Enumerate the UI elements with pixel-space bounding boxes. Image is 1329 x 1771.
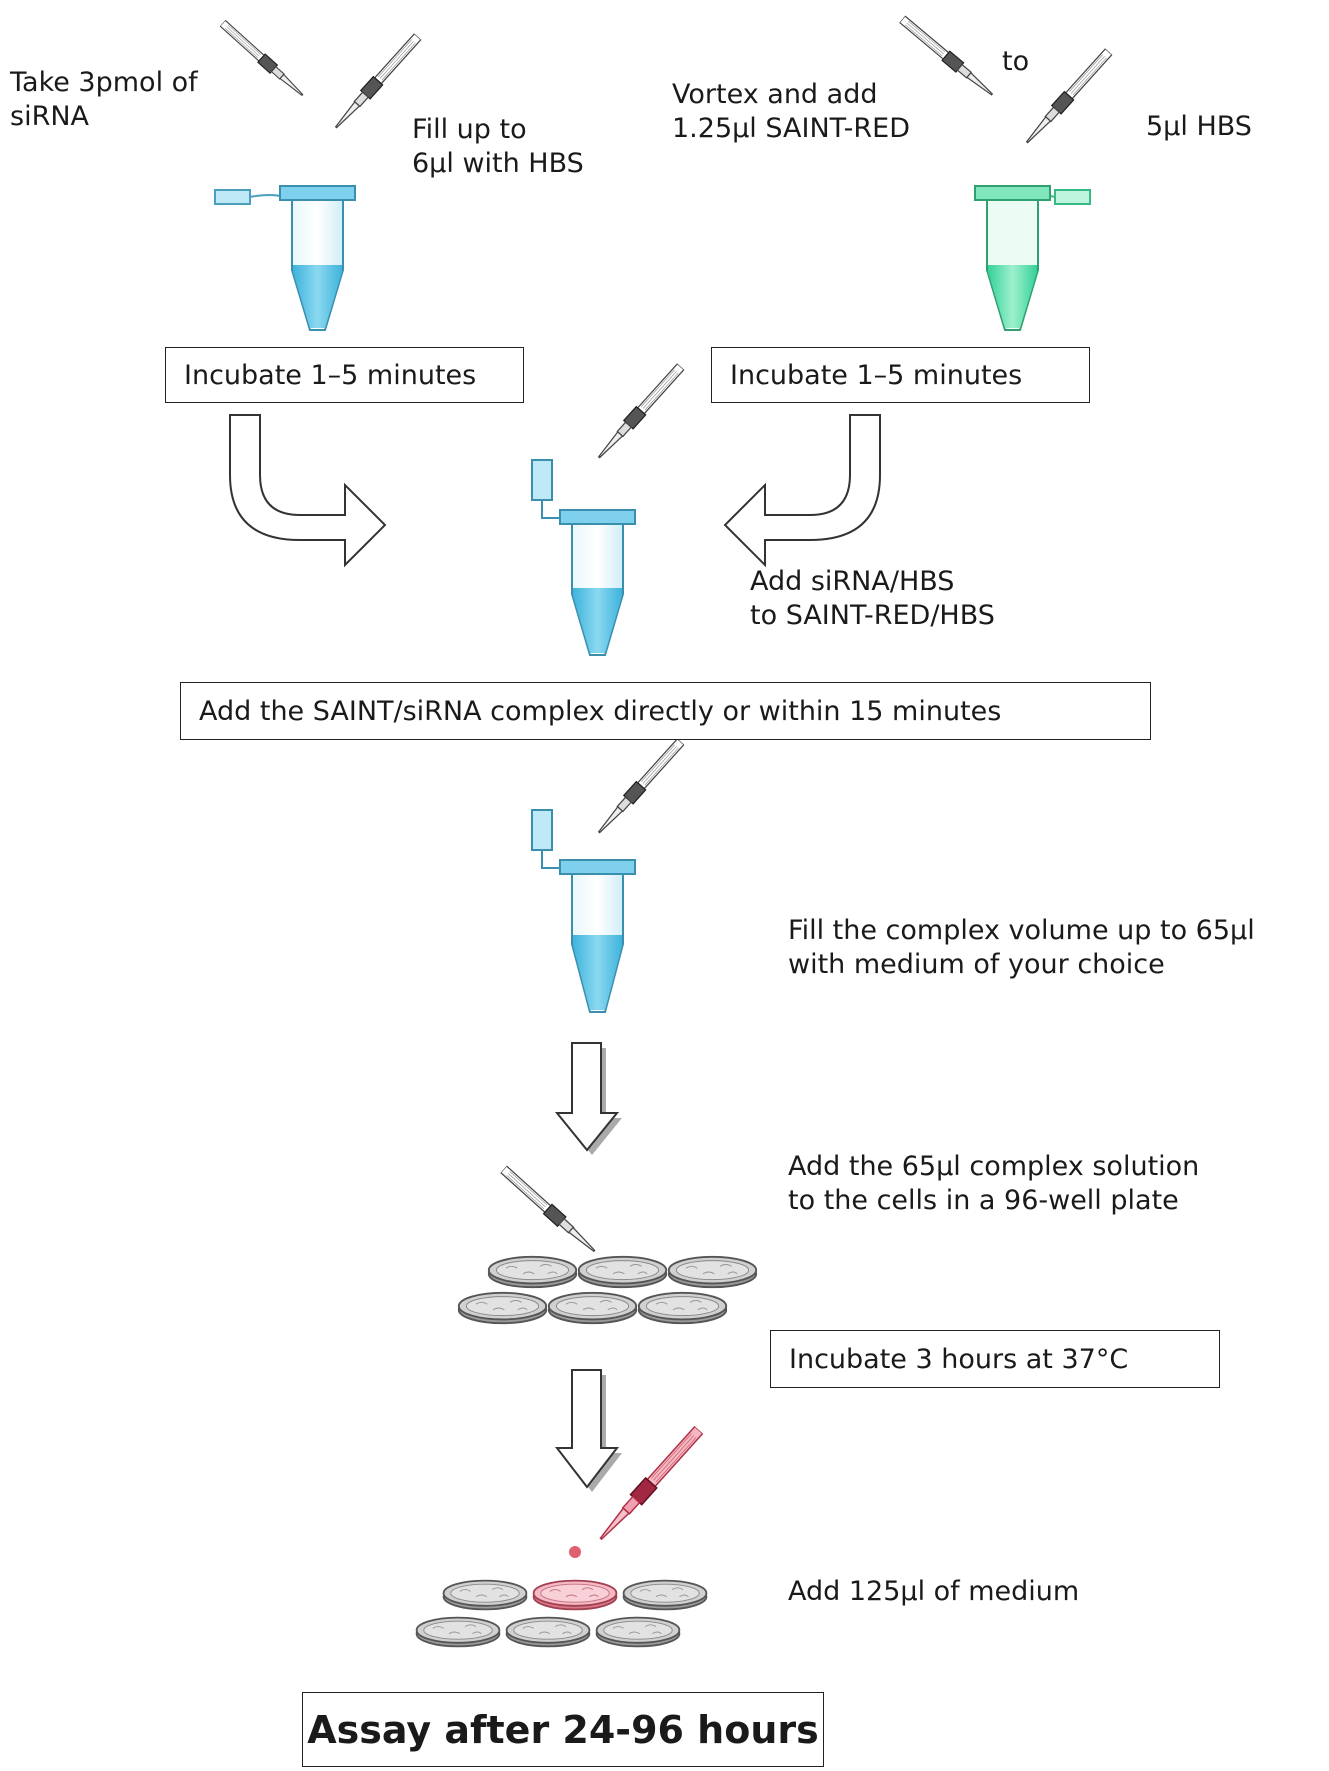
to-label: to <box>1002 46 1030 77</box>
add-complex-box: Add the SAINT/siRNA complex directly or … <box>180 682 1151 740</box>
pipette-icon <box>218 18 307 100</box>
pipette-icon <box>1021 46 1114 148</box>
hbs-5ul-label: 5µl HBS <box>1146 111 1252 142</box>
add-sirna-label: Add siRNA/HBS to SAINT-RED/HBS <box>750 566 995 631</box>
incubate-right-box: Incubate 1–5 minutes <box>711 347 1090 403</box>
pipette-icon <box>498 1164 600 1257</box>
fill-complex-label: Fill the complex volume up to 65µl with … <box>788 915 1255 980</box>
pipette-icon <box>593 361 686 463</box>
take-sirna-label: Take 3pmol of siRNA <box>10 67 198 132</box>
pipette-icon <box>897 13 997 100</box>
well-plate-dishes <box>457 1255 758 1325</box>
assay-box: Assay after 24-96 hours <box>302 1692 824 1767</box>
vortex-label: Vortex and add 1.25µl SAINT-RED <box>672 79 911 144</box>
down-arrow-icon <box>554 1042 622 1155</box>
add-125ul-label: Add 125µl of medium <box>788 1576 1080 1607</box>
incubate-37-box: Incubate 3 hours at 37°C <box>770 1330 1220 1388</box>
curved-arrow-right-icon <box>229 414 387 568</box>
well-plate-dishes <box>415 1579 708 1648</box>
incubate-left-box: Incubate 1–5 minutes <box>165 347 524 403</box>
tube-icon <box>531 809 636 1013</box>
fill-hbs-label: Fill up to 6µl with HBS <box>412 114 584 179</box>
tube-icon <box>214 185 356 331</box>
add-65ul-label: Add the 65µl complex solution to the cel… <box>788 1151 1200 1216</box>
tube-icon <box>974 185 1091 331</box>
down-arrow-icon <box>554 1369 622 1492</box>
drop-icon <box>569 1546 581 1558</box>
red-pipette-icon <box>594 1424 706 1545</box>
curved-arrow-left-icon <box>723 414 881 568</box>
pipette-icon <box>330 31 423 133</box>
pipette-icon <box>593 736 686 838</box>
tube-icon <box>531 459 636 656</box>
